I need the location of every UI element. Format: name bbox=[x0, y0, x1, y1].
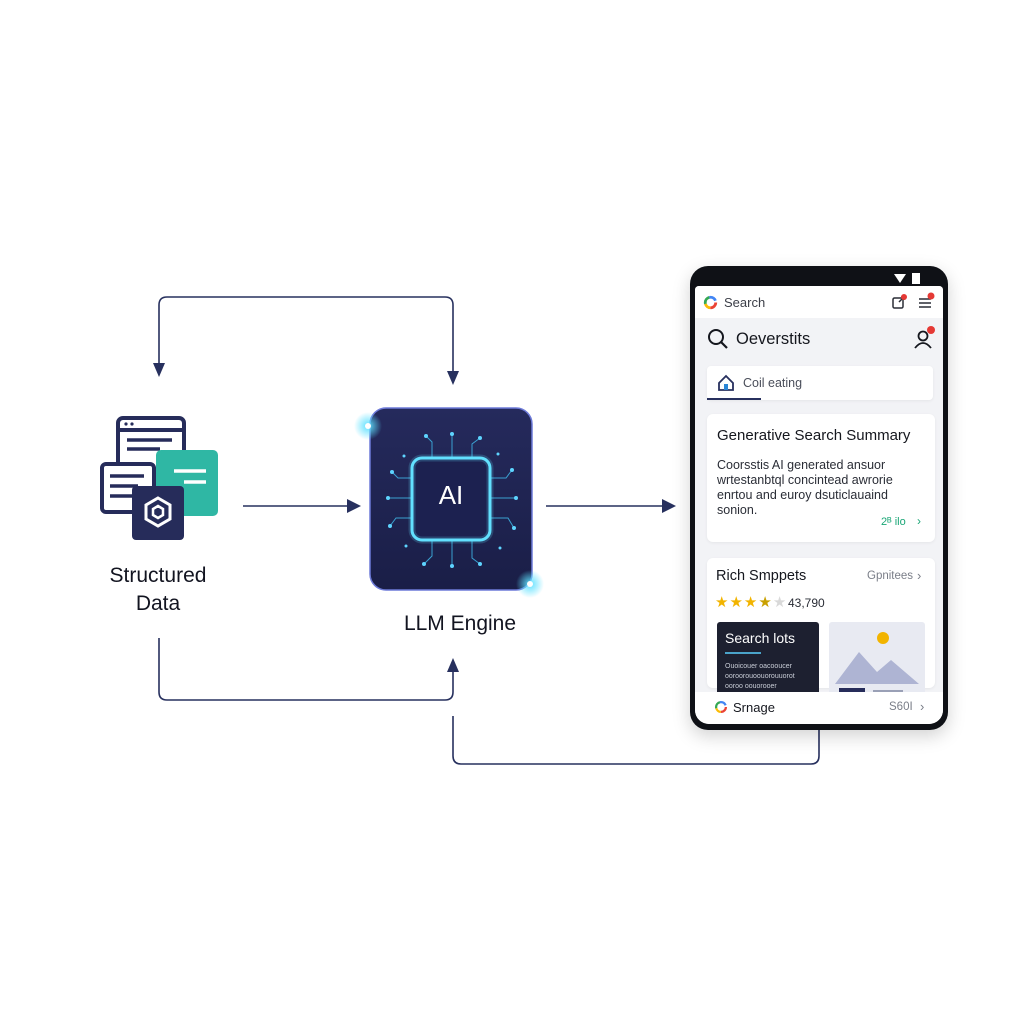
rich-snippets-options[interactable]: Gpnitees bbox=[867, 570, 914, 582]
star-icon: ★ bbox=[743, 594, 758, 611]
ai-chip-label: AI bbox=[438, 480, 464, 510]
star-icon: ★ bbox=[715, 594, 729, 611]
bottom-loop-arrow bbox=[158, 638, 454, 701]
star-icon: ★ bbox=[758, 594, 772, 611]
browser-bar: Search bbox=[695, 286, 943, 318]
rich-snippets-title: Rich Smppets bbox=[716, 568, 807, 584]
summary-line-4: sonion. bbox=[717, 503, 758, 517]
tab-underline bbox=[707, 398, 761, 400]
chevron-right-icon: › bbox=[917, 568, 922, 583]
structured-data-label-line1: Structured bbox=[109, 564, 207, 587]
structured-data-label-line2: Data bbox=[135, 592, 181, 615]
star-icon: ★ bbox=[729, 594, 743, 611]
rating-count: 43,790 bbox=[788, 596, 825, 610]
summary-line-3: enrtou and euroy dsuticlauaind bbox=[717, 488, 888, 502]
thumb1-line-3: ooroo oouorooer bbox=[725, 683, 777, 690]
search-query[interactable]: Oeverstits bbox=[736, 330, 811, 348]
phone-screen: Search Oeverstits bbox=[695, 286, 943, 724]
chevron-right-icon: › bbox=[920, 699, 925, 714]
chevron-right-icon: › bbox=[917, 514, 921, 528]
structured-data-icon bbox=[100, 416, 220, 542]
tab-label: Coil eating bbox=[743, 376, 803, 390]
snippet-thumb-search-lots[interactable]: Search lots Ouoicouer oacooucer ooroorou… bbox=[717, 622, 819, 696]
search-icon bbox=[708, 329, 728, 349]
thumb1-title: Search lots bbox=[725, 630, 796, 646]
share-icon[interactable] bbox=[891, 294, 907, 310]
user-icon[interactable] bbox=[913, 326, 937, 352]
rating-stars: ★★★★★ bbox=[715, 593, 787, 611]
summary-title: Generative Search Summary bbox=[717, 427, 911, 444]
summary-line-1: Coorsstis AI generated ansuor bbox=[717, 458, 886, 472]
star-icon: ★ bbox=[772, 594, 787, 611]
llm-engine-node: AI bbox=[340, 398, 560, 610]
structured-data-label: Structured Data bbox=[90, 562, 226, 618]
thumb1-line-1: Ouoicouer oacooucer bbox=[725, 663, 792, 670]
bottom-row-right-label: S60I bbox=[889, 701, 913, 713]
thumb1-line-2: ooroorouoouorouuorot bbox=[725, 673, 795, 680]
top-loop-arrow bbox=[158, 296, 454, 378]
summary-line-2: wrtestanbtql concintead awrorie bbox=[717, 473, 893, 487]
menu-icon[interactable] bbox=[917, 292, 935, 310]
search-row[interactable]: Oeverstits bbox=[695, 318, 943, 362]
mountain-image-icon bbox=[835, 632, 919, 696]
bottom-row-label: Srnage bbox=[733, 700, 775, 715]
battery-icon bbox=[912, 273, 920, 284]
home-icon bbox=[718, 374, 734, 391]
snippet-thumb-image[interactable] bbox=[829, 622, 925, 696]
bottom-result-row[interactable]: Srnage S60I › bbox=[695, 692, 943, 724]
google-g-icon bbox=[714, 700, 728, 714]
signal-icon bbox=[894, 274, 906, 283]
phone-mockup: Search Oeverstits bbox=[690, 266, 948, 730]
summary-more-link[interactable]: 2ᴮ ilo bbox=[881, 516, 906, 528]
rich-snippets-card[interactable]: Rich Smppets Gpnitees › ★★★★★ 43,790 Sea… bbox=[707, 558, 935, 696]
thumb1-accent-bar bbox=[725, 652, 761, 654]
tab-coil-eating[interactable]: Coil eating bbox=[707, 366, 933, 400]
phone-feedback-line bbox=[452, 716, 820, 765]
llm-engine-label: LLM Engine bbox=[403, 612, 517, 635]
google-g-icon bbox=[703, 295, 718, 310]
generative-summary-card[interactable]: Generative Search Summary Coorsstis AI g… bbox=[707, 414, 935, 542]
browser-search-field[interactable]: Search bbox=[724, 295, 766, 310]
